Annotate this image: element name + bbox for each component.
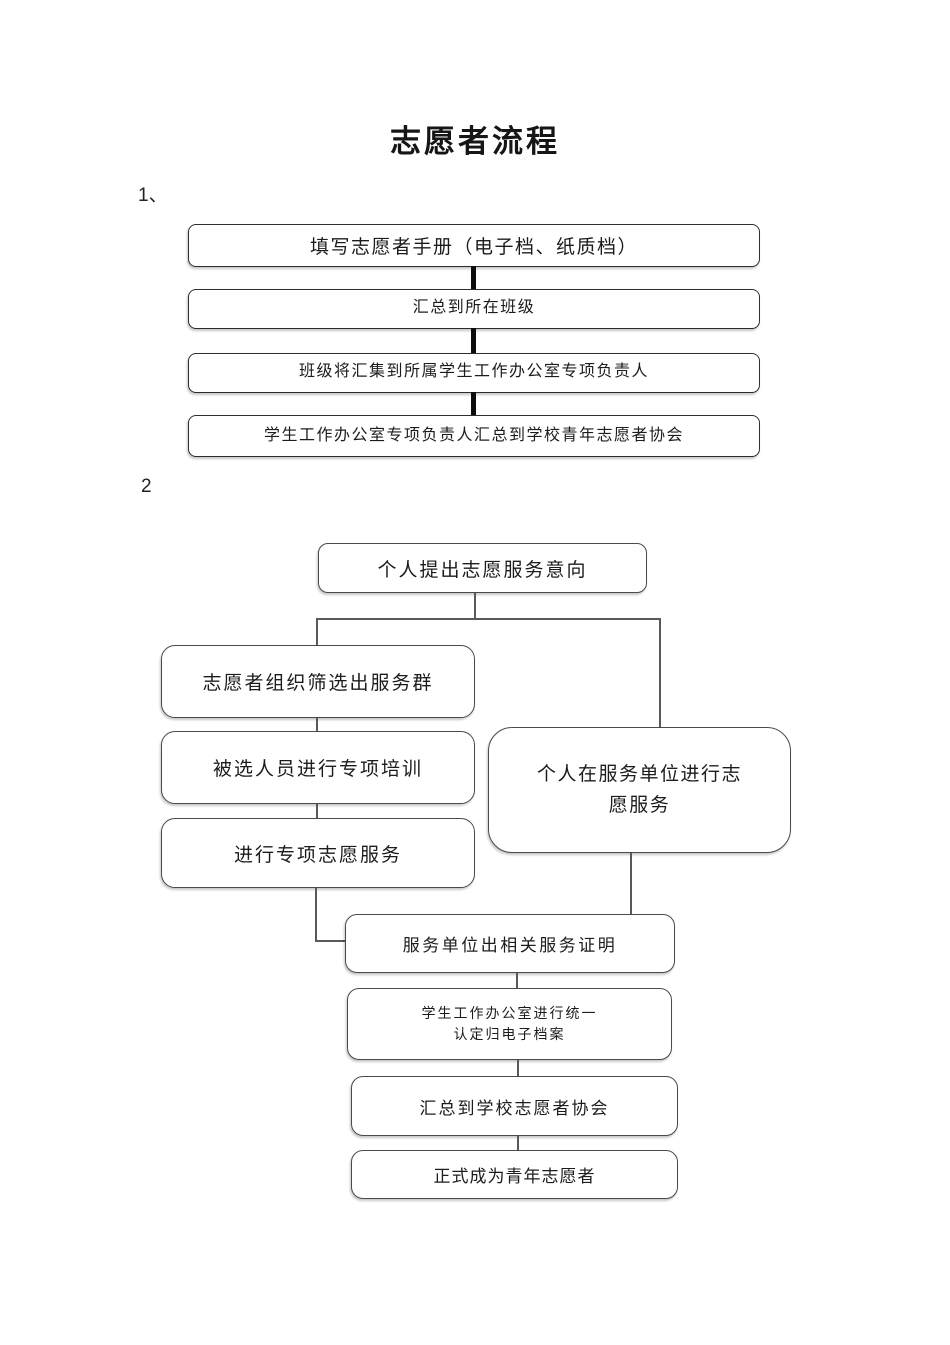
- fc2-connector-merge-2: [517, 1060, 519, 1076]
- section-2-label: 2: [141, 476, 152, 497]
- fc2-right-service-at-unit: 个人在服务单位进行志 愿服务: [488, 727, 791, 853]
- fc1-step-fill-handbook: 填写志愿者手册（电子档、纸质档）: [188, 224, 760, 267]
- fc2-start-intention: 个人提出志愿服务意向: [318, 543, 647, 593]
- fc1-connector-1: [471, 266, 476, 290]
- fc2-left-screen-group: 志愿者组织筛选出服务群: [161, 645, 475, 718]
- fc2-merge-school-association: 汇总到学校志愿者协会: [351, 1076, 678, 1136]
- fc2-merge-become-volunteer: 正式成为青年志愿者: [351, 1150, 678, 1199]
- fc2-connector-left-elbow-horizontal: [315, 940, 345, 942]
- section-1-label: 1、: [138, 185, 168, 206]
- fc2-left-special-training: 被选人员进行专项培训: [161, 731, 475, 804]
- fc2-connector-left-branch: [316, 618, 318, 645]
- fc2-merge-office-certify: 学生工作办公室进行统一 认定归电子档案: [347, 988, 672, 1060]
- fc2-connector-right-branch: [659, 618, 661, 728]
- fc2-connector-branch-horizontal: [317, 618, 661, 620]
- page-title: 志愿者流程: [390, 124, 560, 160]
- fc2-connector-left-2: [316, 804, 318, 818]
- fc1-connector-3: [471, 392, 476, 416]
- fc2-connector-right-down: [630, 853, 632, 914]
- fc2-connector-left-elbow-vertical: [315, 888, 317, 942]
- fc1-step-office-to-association: 学生工作办公室专项负责人汇总到学校青年志愿者协会: [188, 415, 760, 457]
- fc2-left-special-service: 进行专项志愿服务: [161, 818, 475, 888]
- fc2-connector-merge-1: [516, 973, 518, 988]
- fc2-connector-start-down: [474, 593, 476, 620]
- fc1-step-collect-class: 汇总到所在班级: [188, 289, 760, 329]
- fc2-connector-left-1: [316, 718, 318, 731]
- fc2-connector-merge-3: [517, 1136, 519, 1150]
- fc2-merge-service-proof: 服务单位出相关服务证明: [345, 914, 675, 973]
- fc1-step-class-to-office: 班级将汇集到所属学生工作办公室专项负责人: [188, 353, 760, 393]
- fc1-connector-2: [471, 328, 476, 354]
